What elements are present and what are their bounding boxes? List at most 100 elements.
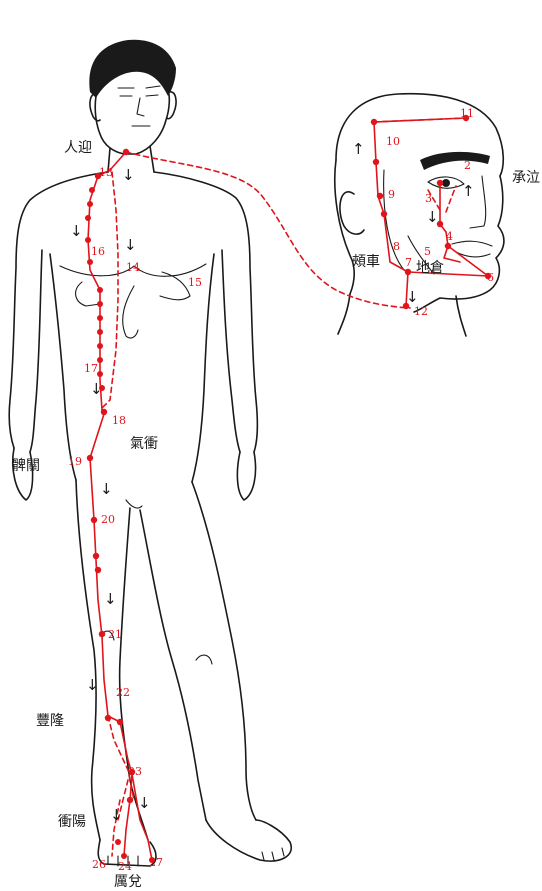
point-number-2: 2 [464, 159, 471, 172]
point-dot-9 [377, 193, 383, 199]
point-number-14: 14 [126, 261, 140, 274]
hair [89, 40, 176, 98]
point-dot-18 [101, 409, 107, 415]
point-number-5: 5 [424, 245, 431, 258]
arrow-down-jaw: ↓ [406, 288, 419, 306]
crotch [126, 500, 142, 508]
point-number-18: 18 [112, 414, 126, 427]
point-dot-c1 [89, 187, 95, 193]
point-dot-5 [445, 243, 451, 249]
point-dot-21 [99, 631, 105, 637]
point-dot-10 [373, 159, 379, 165]
point-dot-c5 [97, 287, 103, 293]
point-dot-22 [105, 715, 111, 721]
eyes [120, 95, 158, 96]
arrow-down-shin: ↓ [86, 676, 99, 694]
stomach-meridian-path [85, 115, 491, 863]
left-leg-outer [76, 480, 100, 840]
point-number-13: 13 [99, 166, 113, 179]
point-dot-c2 [87, 201, 93, 207]
detail-ear [340, 192, 364, 234]
left-leg-inner [120, 508, 148, 840]
point-dot-c6 [97, 301, 103, 307]
point-number-21: 21 [108, 628, 122, 641]
arrow-down-ankle-right: ↓ [138, 794, 151, 812]
point-dot-26 [115, 839, 121, 845]
right-leg-inner [140, 510, 206, 820]
point-dot-c8 [97, 329, 103, 335]
point-number-23: 23 [128, 765, 142, 778]
point-dot-24 [121, 853, 127, 859]
torso-right [154, 172, 257, 452]
left-arm-inner [30, 250, 42, 452]
point-number-4: 4 [446, 230, 453, 243]
point-dot-9a [381, 211, 387, 217]
point-number-24: 24 [118, 860, 132, 873]
foot-path [124, 774, 132, 856]
arrow-up-temple: ↑ [352, 140, 365, 158]
point-number-10: 10 [386, 135, 400, 148]
point-dot-renying [123, 149, 129, 155]
point-number-19: 19 [68, 455, 82, 468]
label-jiache: 頰車 [352, 253, 380, 270]
arrow-down-ankle-left: ↓ [110, 806, 123, 824]
point-number-26: 26 [92, 858, 106, 871]
label-chongyang: 衝陽 [58, 814, 86, 830]
point-number-15: 15 [188, 276, 202, 289]
point-dot-c9 [97, 343, 103, 349]
point-dot-7 [405, 269, 411, 275]
arrow-down-abdomen: ↓ [90, 380, 103, 398]
head-outline [95, 90, 169, 154]
detail-head-outline [336, 94, 503, 176]
right-hand [237, 452, 255, 500]
brows [118, 86, 160, 88]
neck-connector-dashed [126, 152, 408, 308]
arrow-up-nose: ↑ [462, 182, 475, 200]
detail-pupil [442, 179, 450, 187]
point-dot-fenglong [117, 719, 123, 725]
point-dot-l2 [95, 567, 101, 573]
right-knee [196, 655, 212, 664]
arrow-down-neck: ↓ [122, 166, 135, 184]
outer-trunk-path [88, 176, 104, 414]
label-chengqi: 承泣 [512, 170, 540, 186]
arrow-down-knee: ↓ [104, 590, 117, 608]
point-number-20: 20 [101, 513, 115, 526]
point-dot-c3 [85, 215, 91, 221]
point-dot-20 [91, 517, 97, 523]
point-number-3: 3 [425, 192, 432, 205]
point-dot-top [371, 119, 377, 125]
point-number-7: 7 [405, 256, 412, 269]
point-dot-1 [437, 180, 443, 186]
right-leg-outer [192, 482, 256, 820]
right-arm-inner [222, 250, 240, 452]
left-hand [13, 448, 33, 500]
abdomen-line [123, 286, 138, 338]
right-foot [206, 820, 291, 861]
point-number-16: 16 [91, 245, 105, 258]
arrow-down-thigh: ↓ [100, 480, 113, 498]
arrow-down-cheek: ↓ [426, 208, 439, 226]
belly-left [76, 282, 100, 306]
point-dot-16 [85, 237, 91, 243]
label-lidui: 厲兌 [114, 874, 142, 890]
trunk-left-side [50, 254, 76, 480]
arrow-down-chest-left: ↓ [70, 222, 83, 240]
point-dot-c7 [97, 315, 103, 321]
point-number-27: 27 [149, 856, 163, 869]
point-dot-l1 [93, 553, 99, 559]
flow-arrows: ↓ ↓ ↓ ↓ ↓ ↓ ↓ ↓ ↓ ↑ ↓ ↑ ↓ [70, 140, 475, 824]
point-number-22: 22 [116, 686, 130, 699]
label-fenglong: 豐隆 [36, 713, 64, 729]
detail-neck [338, 294, 466, 336]
detail-jaw [384, 170, 404, 270]
right-toes [262, 848, 284, 860]
label-renying: 人迎 [64, 140, 92, 156]
label-dicang: 地倉 [416, 260, 444, 276]
body-figure [9, 40, 291, 866]
point-dot-chongyang [127, 797, 133, 803]
point-number-12: 12 [414, 305, 428, 318]
point-number-6: 6 [487, 271, 494, 284]
